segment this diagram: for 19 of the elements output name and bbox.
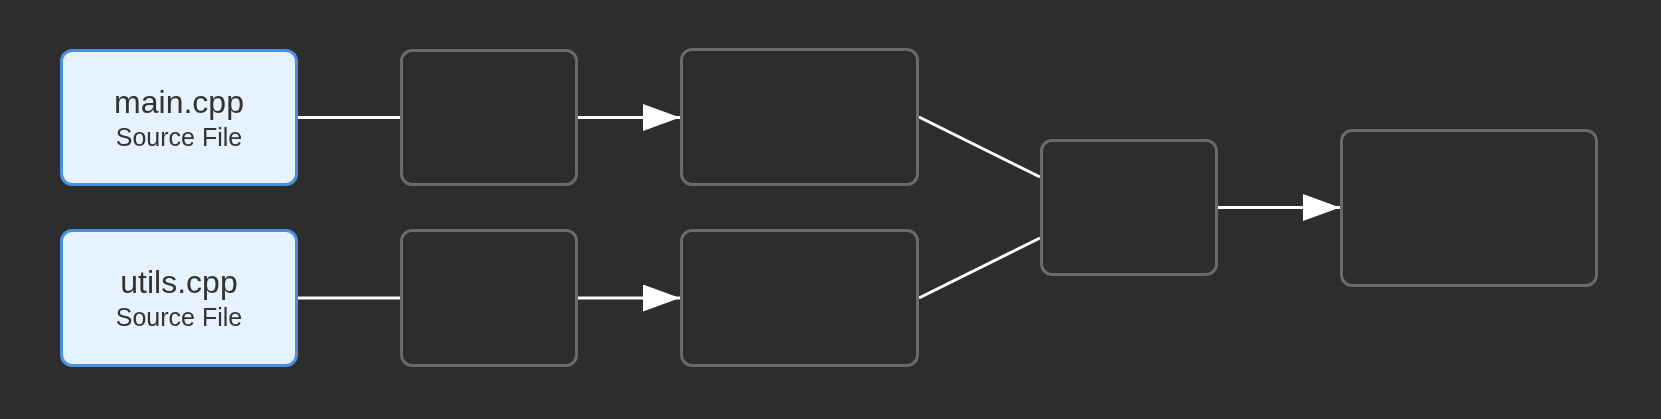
empty-process-box: [400, 49, 578, 186]
file-type-label: Source File: [115, 302, 243, 333]
connector-line: [918, 115, 1041, 179]
empty-process-box: [680, 48, 919, 186]
source-file-box: [60, 49, 298, 186]
connector-line: [918, 236, 1041, 300]
arrow: [1218, 194, 1340, 221]
empty-process-box: [1340, 129, 1598, 287]
connector-line: [298, 116, 400, 119]
file-type-label: Source File: [115, 121, 243, 153]
connector-line: [298, 296, 400, 300]
file-name: utils.cpp: [120, 263, 238, 301]
arrow: [578, 284, 680, 312]
file-name: main.cpp: [114, 82, 244, 121]
source-file-box: [60, 229, 298, 367]
empty-process-box: [1040, 139, 1218, 276]
empty-process-box: [680, 229, 919, 367]
arrow: [578, 104, 680, 131]
empty-process-box: [400, 229, 578, 367]
